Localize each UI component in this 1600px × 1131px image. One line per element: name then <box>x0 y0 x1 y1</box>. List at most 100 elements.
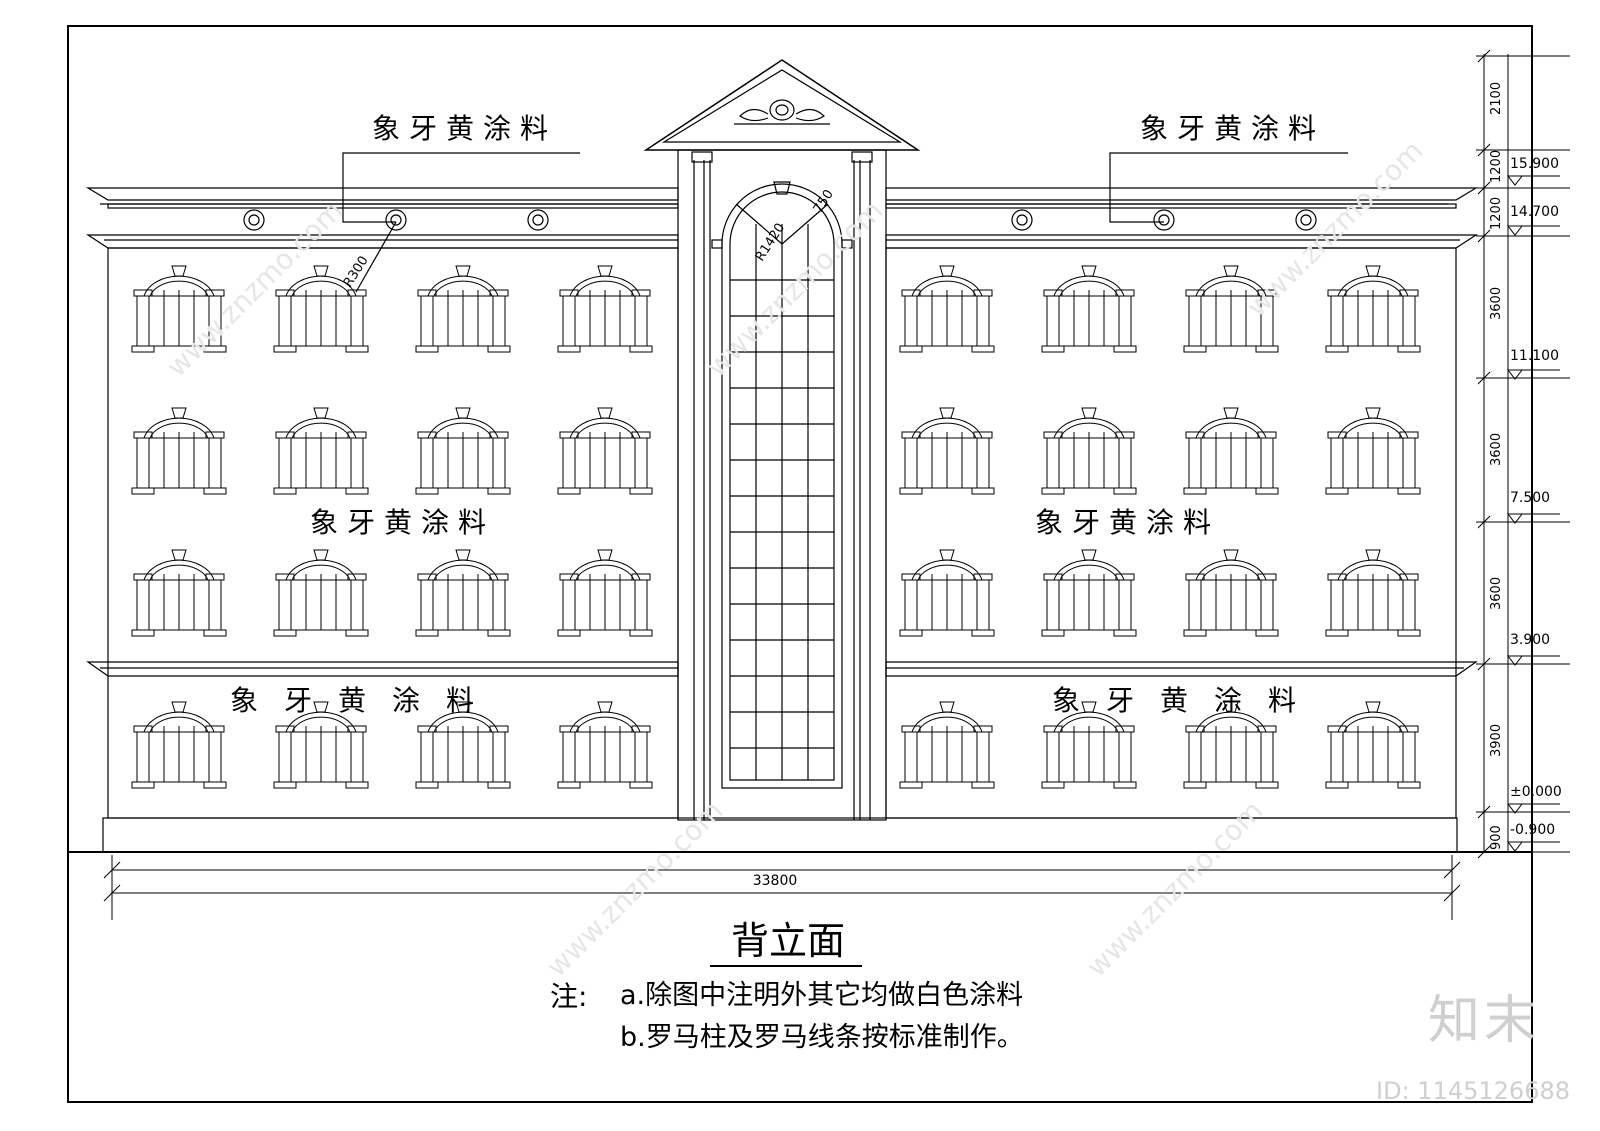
window-column <box>208 731 222 783</box>
pediment-inner <box>661 69 903 143</box>
note-line: b.罗马柱及罗马线条按标准制作。 <box>620 1022 1024 1053</box>
elevation-mark: 7.500 <box>1510 490 1550 506</box>
watermark-brand: 知末 <box>1427 991 1540 1051</box>
window-keystone <box>1223 701 1239 713</box>
note-label: 注: <box>550 980 587 1013</box>
window-keystone <box>1365 701 1381 713</box>
window-capital <box>1115 725 1135 733</box>
window-base <box>487 345 511 353</box>
elevation-mark: -0.900 <box>1510 822 1555 838</box>
window-base <box>971 781 995 789</box>
window-base <box>273 345 297 353</box>
window-column <box>278 295 292 347</box>
window-keystone <box>597 265 613 277</box>
window-arch <box>1201 422 1261 439</box>
elevation-mark: 15.900 <box>1510 156 1559 172</box>
window-capital <box>1115 431 1135 439</box>
window-capital <box>1257 431 1277 439</box>
window-arch <box>575 422 635 439</box>
window-capital <box>631 289 651 297</box>
window-base <box>203 781 227 789</box>
window-arch <box>1059 422 1119 439</box>
window-keystone <box>313 407 329 419</box>
window-column <box>562 579 576 631</box>
window-base <box>345 487 369 495</box>
frieze-medallion <box>532 214 544 226</box>
window-capital <box>489 431 509 439</box>
window-arch <box>575 564 635 581</box>
window-capital <box>1257 725 1277 733</box>
window-column <box>904 437 918 489</box>
window-base <box>899 345 923 353</box>
window-column <box>634 579 648 631</box>
window-capital <box>973 431 993 439</box>
frieze-medallion <box>390 214 402 226</box>
vertical-dimension-label: 900 <box>1489 825 1504 850</box>
window-keystone <box>455 549 471 561</box>
window-capital <box>489 725 509 733</box>
window-capital <box>1043 289 1063 297</box>
window-base <box>1255 629 1279 637</box>
window-keystone <box>1081 549 1097 561</box>
vertical-dimension-label: 1200 <box>1489 150 1504 183</box>
frieze-medallion <box>1153 209 1175 231</box>
window-keystone <box>171 549 187 561</box>
window-base <box>629 345 653 353</box>
window-arch <box>1343 716 1403 733</box>
window-column <box>976 437 990 489</box>
window-base <box>899 487 923 495</box>
window-arch <box>433 280 493 297</box>
window-column <box>1118 579 1132 631</box>
window-arch <box>917 422 977 439</box>
frieze-medallion <box>243 209 265 231</box>
window-base <box>1183 781 1207 789</box>
vertical-dimension-label: 3600 <box>1489 433 1504 466</box>
window-column <box>278 731 292 783</box>
window-capital <box>275 431 295 439</box>
window-base <box>1041 345 1065 353</box>
window-capital <box>973 289 993 297</box>
dimension-tick <box>1443 884 1461 902</box>
window-capital <box>205 431 225 439</box>
frieze-medallion <box>1158 214 1170 226</box>
window-keystone <box>597 407 613 419</box>
window-capital <box>901 289 921 297</box>
window-base <box>1041 487 1065 495</box>
window-base <box>1255 487 1279 495</box>
dimension-tick <box>103 884 121 902</box>
frieze-medallion <box>1300 214 1312 226</box>
window-capital <box>417 573 437 581</box>
window-arch <box>1059 716 1119 733</box>
window-column <box>1188 579 1202 631</box>
window-column <box>1402 579 1416 631</box>
window-arch <box>149 280 209 297</box>
window-base <box>273 487 297 495</box>
window-column <box>492 437 506 489</box>
window-column <box>1402 731 1416 783</box>
window-column <box>1330 295 1344 347</box>
frieze-medallion <box>1295 209 1317 231</box>
window-capital <box>973 725 993 733</box>
window-column <box>976 579 990 631</box>
pediment-ornament <box>769 99 795 121</box>
drawing-frame <box>67 25 1533 1103</box>
upper-cornice-left <box>85 187 679 201</box>
vertical-dimension-tick <box>1477 181 1491 195</box>
window-capital <box>1399 289 1419 297</box>
window-arch <box>149 422 209 439</box>
window-capital <box>347 431 367 439</box>
pediment-ornament <box>739 108 769 122</box>
window-capital <box>901 573 921 581</box>
window-arch <box>917 280 977 297</box>
window-keystone <box>1081 265 1097 277</box>
window-capital <box>275 725 295 733</box>
window-keystone <box>1223 265 1239 277</box>
window-column <box>208 579 222 631</box>
window-base <box>971 487 995 495</box>
window-base <box>1397 781 1421 789</box>
window-base <box>1325 487 1349 495</box>
window-column <box>1260 437 1274 489</box>
window-keystone <box>939 265 955 277</box>
window-arch <box>433 422 493 439</box>
vertical-dimension-tick <box>1477 371 1491 385</box>
